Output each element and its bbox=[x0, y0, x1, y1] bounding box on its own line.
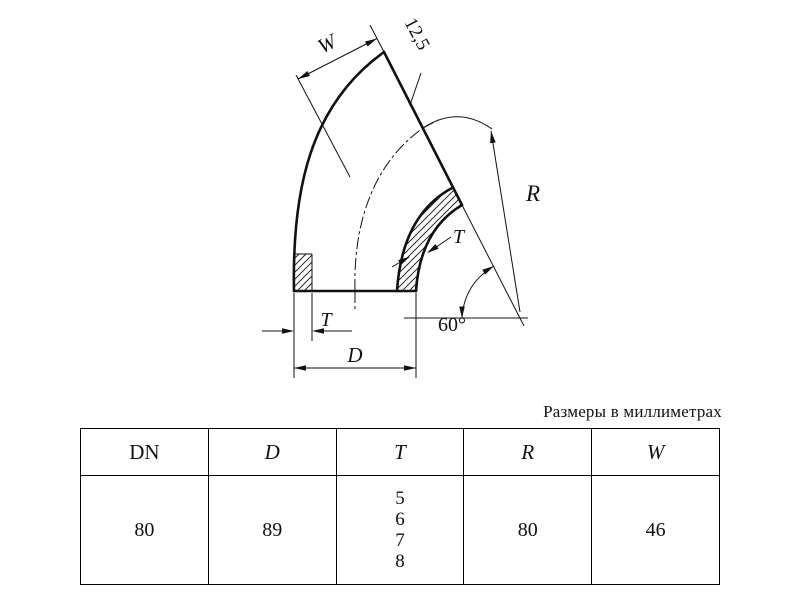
cell-w: 46 bbox=[591, 475, 720, 585]
dimensions-table: DN D T R W 80 89 5 6 7 8 80 46 bbox=[80, 428, 720, 585]
bend-centerline-arc bbox=[354, 127, 424, 292]
arrow-t-upper-b bbox=[398, 256, 410, 265]
roughness-flag bbox=[402, 72, 422, 107]
header-d: D bbox=[207, 428, 337, 476]
hatch-inner-bend-wall bbox=[397, 188, 462, 291]
arrow-angle-upper bbox=[482, 266, 494, 275]
table-header-row: DN D T R W bbox=[80, 428, 720, 476]
section-hatching bbox=[294, 188, 462, 291]
bore-edge bbox=[395, 186, 454, 293]
header-r: R bbox=[463, 428, 593, 476]
t-value-2: 6 bbox=[395, 509, 405, 530]
t-value-1: 5 bbox=[395, 488, 405, 509]
dimension-labels: W 12,5 R T T D 60° bbox=[314, 14, 540, 367]
cell-d: 89 bbox=[207, 475, 337, 585]
dimension-lines bbox=[262, 38, 521, 378]
arrow-t-lower-left bbox=[282, 328, 294, 334]
arrowheads bbox=[282, 38, 496, 371]
outer-bend-edge bbox=[292, 50, 386, 293]
arrow-w-lower bbox=[298, 71, 310, 79]
arrow-d-right bbox=[404, 365, 416, 371]
label-t-lower: T bbox=[320, 309, 333, 331]
arrow-t-upper-a bbox=[427, 244, 439, 253]
label-roughness: 12,5 bbox=[400, 14, 434, 53]
units-caption: Размеры в миллиметрах bbox=[543, 402, 722, 421]
arrow-t-lower-right bbox=[312, 328, 324, 334]
arrow-d-left bbox=[294, 365, 306, 371]
t-value-4: 8 bbox=[395, 551, 405, 572]
cell-dn: 80 bbox=[80, 475, 209, 585]
header-dn: DN bbox=[80, 428, 209, 476]
arrow-angle-lower bbox=[459, 306, 465, 318]
arrow-w-upper bbox=[365, 38, 377, 47]
technical-drawing: W 12,5 R T T D 60° bbox=[262, 14, 540, 378]
centerlines bbox=[354, 118, 442, 309]
dim-angle-arc bbox=[461, 265, 495, 319]
hatch-left-wall bbox=[294, 254, 312, 291]
arrow-r bbox=[490, 131, 496, 144]
t-value-3: 7 bbox=[395, 530, 405, 551]
t-values: 5 6 7 8 bbox=[338, 488, 463, 572]
face-plane-extension-bottom bbox=[461, 204, 525, 327]
table-row: 80 89 5 6 7 8 80 46 bbox=[80, 475, 720, 585]
dim-w-extension-line bbox=[295, 74, 351, 178]
label-d: D bbox=[346, 343, 362, 367]
dim-w-line bbox=[297, 38, 378, 80]
header-t: T bbox=[335, 428, 465, 476]
label-angle: 60° bbox=[438, 314, 466, 336]
top-axis-centerline bbox=[422, 118, 442, 129]
header-w: W bbox=[591, 428, 720, 476]
dim-r-line bbox=[490, 130, 521, 313]
elbow-outline bbox=[292, 50, 464, 293]
inner-bend-edge bbox=[414, 203, 464, 293]
cell-t: 5 6 7 8 bbox=[335, 475, 465, 585]
label-t-upper: T bbox=[453, 226, 466, 248]
cell-r: 80 bbox=[463, 475, 593, 585]
label-w: W bbox=[314, 28, 343, 58]
label-r: R bbox=[525, 181, 540, 206]
